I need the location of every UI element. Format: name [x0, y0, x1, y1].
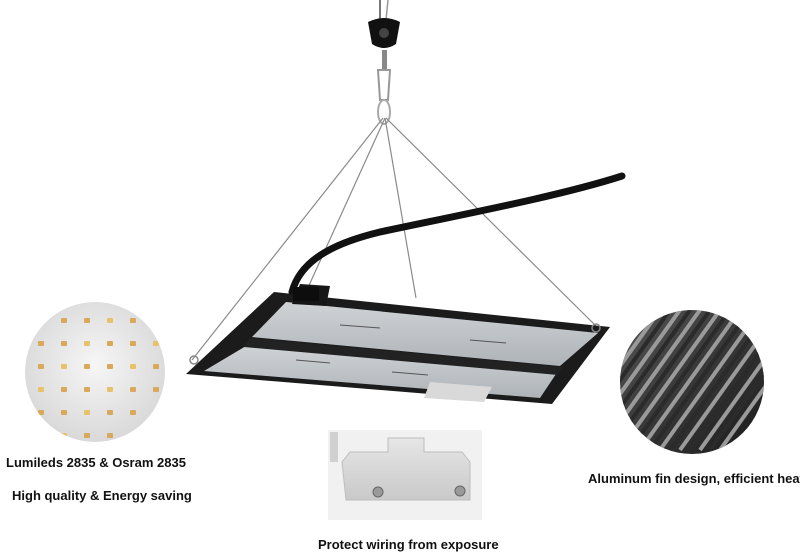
wiring-cover-inset [328, 430, 482, 520]
suspension-wires [191, 117, 599, 361]
caption-aluminum-fin: Aluminum fin design, efficient heat [588, 471, 800, 486]
led-chip [153, 318, 159, 323]
led-chip [84, 318, 90, 323]
led-chip [153, 387, 159, 392]
led-chip [38, 410, 44, 415]
fin-stripe [658, 310, 762, 452]
ratchet-hanger [368, 0, 400, 125]
led-chip [84, 410, 90, 415]
led-chip [38, 318, 44, 323]
fin-stripe [620, 310, 672, 452]
led-chip [38, 387, 44, 392]
led-chip [107, 341, 113, 346]
fin-stripe [620, 310, 662, 452]
fin-stripe [638, 310, 742, 452]
led-chip [61, 341, 67, 346]
fin-stripe [708, 310, 764, 452]
screw-icon [454, 485, 466, 497]
led-closeup-inset [25, 302, 165, 442]
screw-icon [372, 486, 384, 498]
led-chip [107, 433, 113, 438]
grow-light-panel [186, 284, 610, 404]
led-chip [130, 433, 136, 438]
power-cable [288, 172, 626, 296]
fin-stripe [620, 310, 692, 452]
led-chip [38, 341, 44, 346]
led-chip [61, 318, 67, 323]
led-chip [84, 364, 90, 369]
caption-quality: High quality & Energy saving [12, 488, 192, 503]
led-chip [153, 341, 159, 346]
led-chip [84, 433, 90, 438]
led-chip [61, 410, 67, 415]
fin-stripe [718, 310, 764, 452]
led-chip [38, 433, 44, 438]
led-chip [61, 364, 67, 369]
fin-stripe [628, 310, 732, 452]
caption-wiring-protection: Protect wiring from exposure [318, 537, 499, 552]
fin-stripe [688, 310, 764, 452]
fin-stripe [698, 310, 764, 452]
led-chip [130, 364, 136, 369]
led-chip [107, 364, 113, 369]
fin-stripe [620, 310, 702, 452]
led-chip [130, 410, 136, 415]
led-chip [130, 387, 136, 392]
led-chip [107, 318, 113, 323]
led-chip [130, 318, 136, 323]
led-chip [38, 364, 44, 369]
led-chip [153, 433, 159, 438]
led-chip [107, 410, 113, 415]
fin-stripe [620, 310, 682, 452]
led-chip [153, 364, 159, 369]
aluminum-fin-inset [620, 310, 764, 454]
fin-stripe [620, 310, 722, 452]
led-chip [84, 387, 90, 392]
led-chip [153, 410, 159, 415]
led-chip [84, 341, 90, 346]
led-chip [61, 433, 67, 438]
led-chip [61, 387, 67, 392]
caption-led-brands: Lumileds 2835 & Osram 2835 [6, 455, 186, 470]
led-chip [107, 387, 113, 392]
led-chip [130, 341, 136, 346]
fin-stripe [648, 310, 752, 452]
